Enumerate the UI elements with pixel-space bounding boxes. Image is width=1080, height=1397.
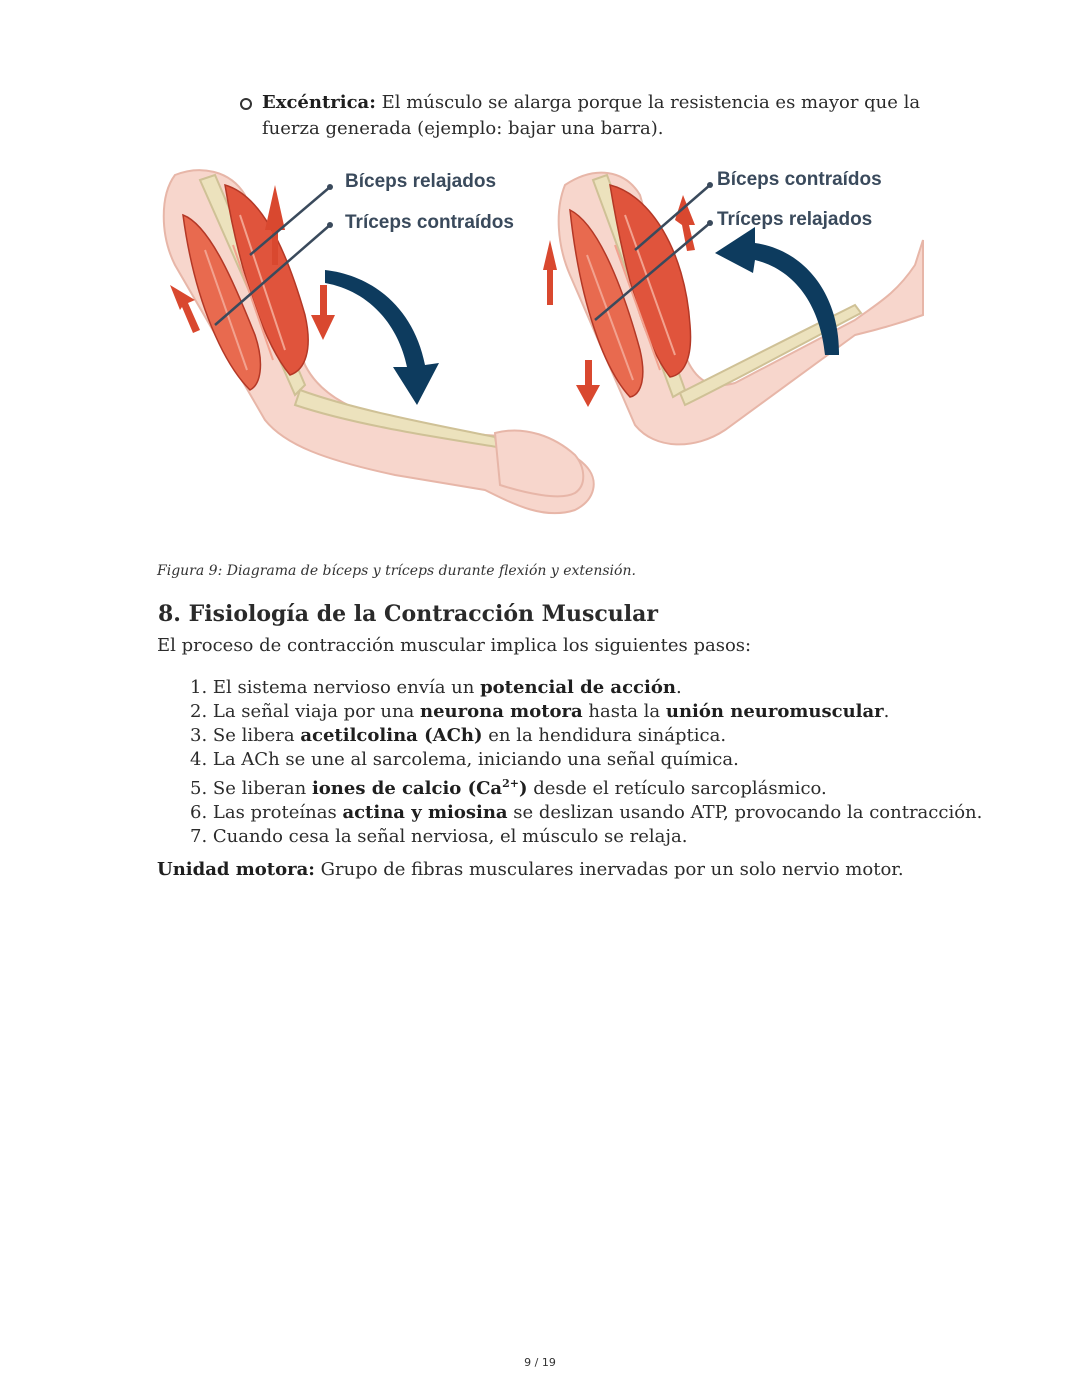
list-item: 5. Se liberan iones de calcio (Ca2+) des… xyxy=(190,777,827,799)
left-arm-illustration: Bíceps relajados Tríceps contraídos xyxy=(162,169,595,515)
list-item: 7. Cuando cesa la señal nerviosa, el mús… xyxy=(190,826,688,847)
left-red-arrow-up-icon xyxy=(265,185,285,265)
motor-unit-definition: Unidad motora: Grupo de fibras musculare… xyxy=(157,858,904,882)
label-right-biceps: Bíceps contraídos xyxy=(717,169,882,190)
label-right-triceps: Tríceps relajados xyxy=(717,209,872,230)
label-left-triceps: Tríceps contraídos xyxy=(345,212,514,233)
right-red-arrow-down-icon xyxy=(576,360,600,407)
bullet-term: Excéntrica: xyxy=(262,92,376,113)
list-item: 3. Se libera acetilcolina (ACh) en la he… xyxy=(190,725,727,746)
left-navy-arrow-icon xyxy=(325,270,439,405)
label-left-biceps: Bíceps relajados xyxy=(345,171,496,192)
right-triceps-pointer xyxy=(594,222,711,321)
motor-unit-term: Unidad motora: xyxy=(157,859,315,880)
section-intro: El proceso de contracción muscular impli… xyxy=(157,635,752,656)
bullet-definition: El músculo se alarga porque la resistenc… xyxy=(262,92,921,139)
figure-caption: Figura 9: Diagrama de bíceps y tríceps d… xyxy=(157,563,636,579)
right-biceps-pointer xyxy=(634,184,711,251)
left-red-arrow-side-icon xyxy=(170,285,200,333)
left-biceps-pointer xyxy=(249,186,331,256)
left-hand xyxy=(493,429,585,498)
right-red-arrow-side-icon xyxy=(675,195,695,251)
arm-muscle-figure: Bíceps relajados Tríceps contraídos Bíce… xyxy=(162,169,924,515)
bullet-circle-icon xyxy=(240,98,252,110)
right-arm-illustration: Bíceps contraídos Tríceps relajados xyxy=(543,169,924,446)
section-heading: 8. Fisiología de la Contracción Muscular xyxy=(158,601,659,627)
steps-list: 1. El sistema nervioso envía un potencia… xyxy=(190,676,982,849)
right-red-arrow-up-icon xyxy=(543,240,557,305)
page-number: 9 / 19 xyxy=(524,1356,556,1369)
left-red-arrow-down-icon xyxy=(311,285,335,340)
left-triceps-muscle xyxy=(182,213,262,391)
list-item: 6. Las proteínas actina y miosina se des… xyxy=(190,802,983,823)
right-navy-arrow-icon xyxy=(715,227,840,355)
right-biceps-muscle xyxy=(609,183,692,378)
list-item: 4. La ACh se une al sarcolema, iniciando… xyxy=(190,749,739,770)
bullet-eccentric: Excéntrica: El músculo se alarga porque … xyxy=(240,90,940,142)
list-item: 1. El sistema nervioso envía un potencia… xyxy=(190,677,682,698)
motor-unit-text: Grupo de fibras musculares inervadas por… xyxy=(314,859,904,880)
right-forearm-bone xyxy=(678,303,863,407)
left-triceps-pointer xyxy=(214,224,331,326)
list-item: 2. La señal viaja por una neurona motora… xyxy=(190,701,890,722)
right-muscle-fibers xyxy=(586,214,676,381)
